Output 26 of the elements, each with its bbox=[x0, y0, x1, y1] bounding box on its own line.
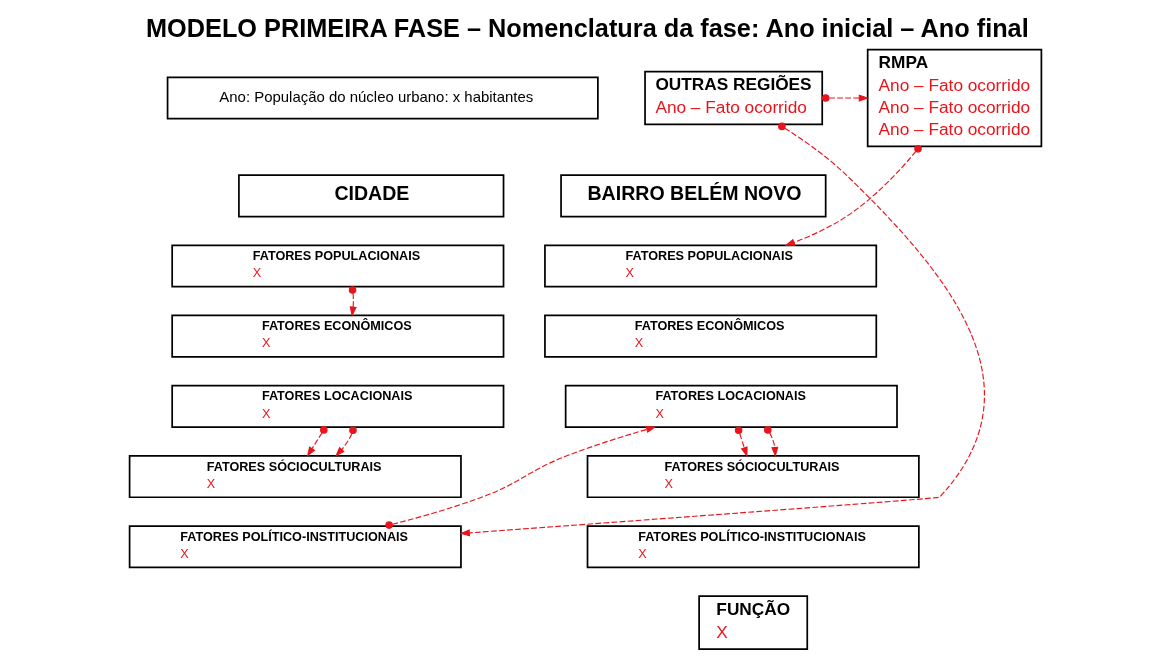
arrow bbox=[385, 426, 657, 529]
arrow bbox=[459, 122, 985, 537]
node-box: FATORES LOCACIONAIS X bbox=[171, 384, 505, 428]
node-box: OUTRAS REGIÕES Ano – Fato ocorrido bbox=[644, 70, 824, 126]
arrow bbox=[764, 426, 779, 458]
node-box: FATORES SÓCIOCULTURAIS X bbox=[586, 454, 920, 499]
arrow bbox=[306, 426, 328, 458]
node-box: FATORES POPULACIONAIS X bbox=[544, 244, 878, 288]
node-box: FATORES ECONÔMICOS X bbox=[171, 314, 505, 358]
node-box: FATORES POLÍTICO-INSTITUCIONAIS X bbox=[586, 525, 920, 569]
node-box: Ano: População do núcleo urbano: x habitantes bbox=[166, 76, 599, 120]
diagram-title: MODELO PRIMEIRA FASE – Nomenclatura da fase: Ano inicial – Ano final bbox=[146, 13, 1029, 42]
node-box: RMPA Ano – Fato ocorrido Ano – Fato ocorrido Ano – Fato ocorrido bbox=[866, 48, 1043, 148]
node-box: FATORES POLÍTICO-INSTITUCIONAIS X bbox=[128, 525, 462, 569]
node-box: FATORES LOCACIONAIS X bbox=[564, 384, 898, 428]
arrow bbox=[335, 426, 357, 457]
arrow bbox=[348, 286, 357, 317]
node-box: FATORES SÓCIOCULTURAIS X bbox=[128, 454, 462, 499]
node-box: BAIRRO BELÉM NOVO bbox=[560, 174, 827, 218]
arrow bbox=[821, 94, 870, 102]
node-box: FATORES POPULACIONAIS X bbox=[171, 244, 505, 288]
node-box: FUNÇÃO X bbox=[698, 595, 809, 650]
node-box: CIDADE bbox=[238, 174, 505, 218]
arrow bbox=[784, 145, 922, 246]
arrow bbox=[734, 426, 748, 458]
node-box: FATORES ECONÔMICOS X bbox=[544, 314, 878, 358]
